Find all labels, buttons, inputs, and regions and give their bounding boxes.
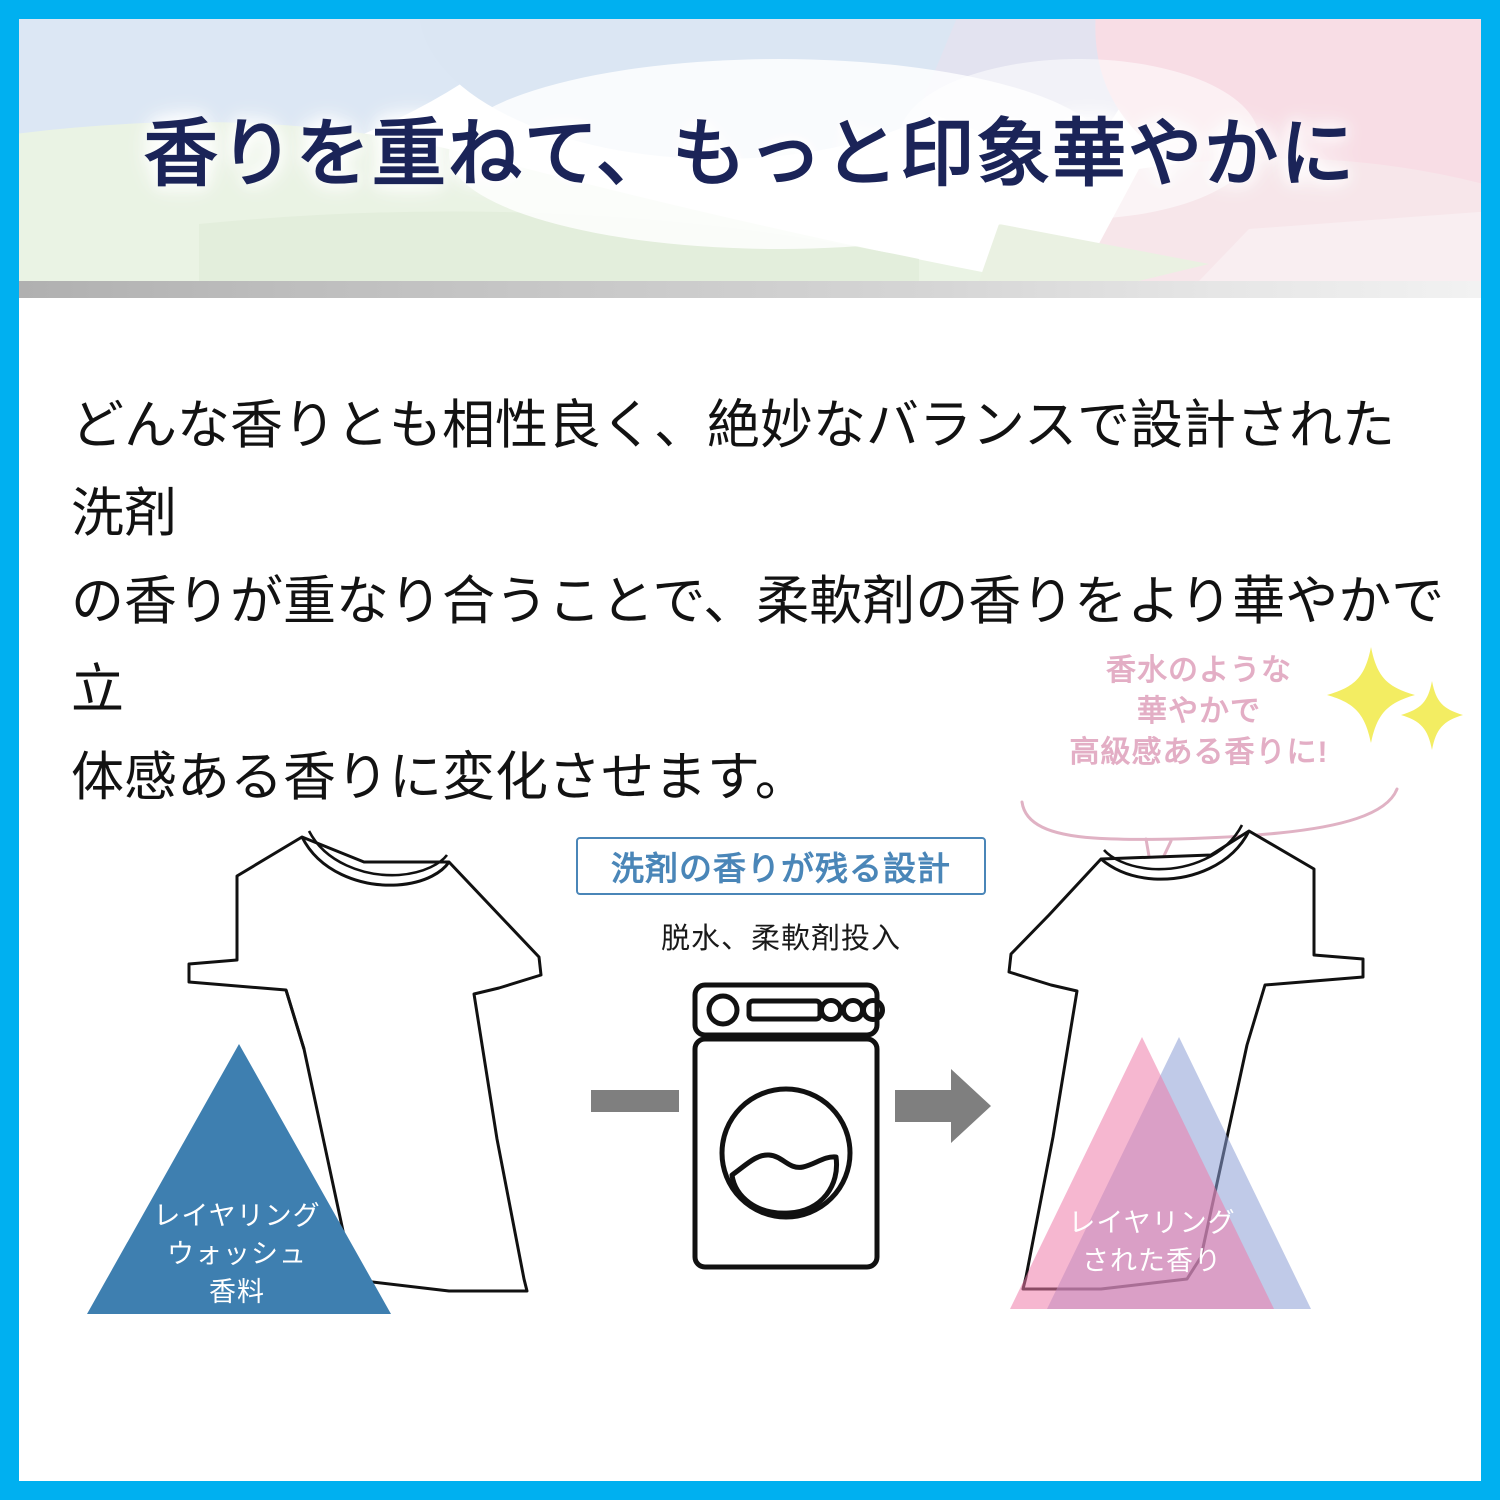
triangle-left-line-2: ウォッシュ xyxy=(167,1239,307,1269)
process-caption: 脱水、柔軟剤投入 xyxy=(660,923,901,955)
callout-design-box: 洗剤の香りが残る設計 xyxy=(576,837,986,895)
header-divider xyxy=(19,281,1481,298)
washing-machine-icon xyxy=(692,982,885,1270)
speech-bubble-text: 香水のような 華やかで 高級感ある香りに! xyxy=(1044,650,1354,773)
body-line-3: 体感ある香りに変化させます。 xyxy=(71,749,808,807)
sparkle-icon-small xyxy=(1401,681,1463,750)
triangle-layered-pink xyxy=(1010,1037,1274,1309)
page-title: 香りを重ねて、もっと印象華やかに xyxy=(143,113,1357,196)
callout-design-label: 洗剤の香りが残る設計 xyxy=(611,850,951,887)
triangle-left-line-1: レイヤリング xyxy=(153,1201,321,1231)
header-banner: 香りを重ねて、もっと印象華やかに xyxy=(19,19,1481,281)
triangle-left-line-3: 香料 xyxy=(209,1277,265,1307)
triangle-right-line-2: された香り xyxy=(1082,1246,1222,1276)
diagram-graphics xyxy=(87,647,1463,1314)
body-line-2: の香りが重なり合うことで、柔軟剤の香りをより華やかで立 xyxy=(71,573,1445,719)
body-paragraph: どんな香りとも相性良く、絶妙なバランスで設計された洗剤 の香りが重なり合うことで… xyxy=(71,382,1446,822)
arrow-tail-bar xyxy=(591,1090,679,1112)
triangle-left-label: レイヤリング ウォッシュ 香料 xyxy=(97,1197,377,1311)
triangle-right-label: レイヤリング された香り xyxy=(1022,1204,1282,1280)
arrow-right-icon xyxy=(895,1069,991,1143)
tshirt-outline-icon-left xyxy=(187,830,543,1293)
triangle-right-line-1: レイヤリング xyxy=(1068,1208,1236,1238)
process-diagram: 香水のような 華やかで 高級感ある香りに! 洗剤の香りが残る設計 脱水、柔軟剤投… xyxy=(19,619,1481,1481)
bubble-line-1: 香水のような xyxy=(1106,654,1292,687)
header-watercolor-background xyxy=(19,19,1481,281)
triangle-layering-wash xyxy=(87,1044,391,1314)
bubble-line-3: 高級感ある香りに! xyxy=(1069,736,1329,769)
body-line-1: どんな香りとも相性良く、絶妙なバランスで設計された洗剤 xyxy=(71,397,1395,543)
sparkle-icon-large xyxy=(1327,647,1415,743)
bubble-line-2: 華やかで xyxy=(1137,695,1261,728)
